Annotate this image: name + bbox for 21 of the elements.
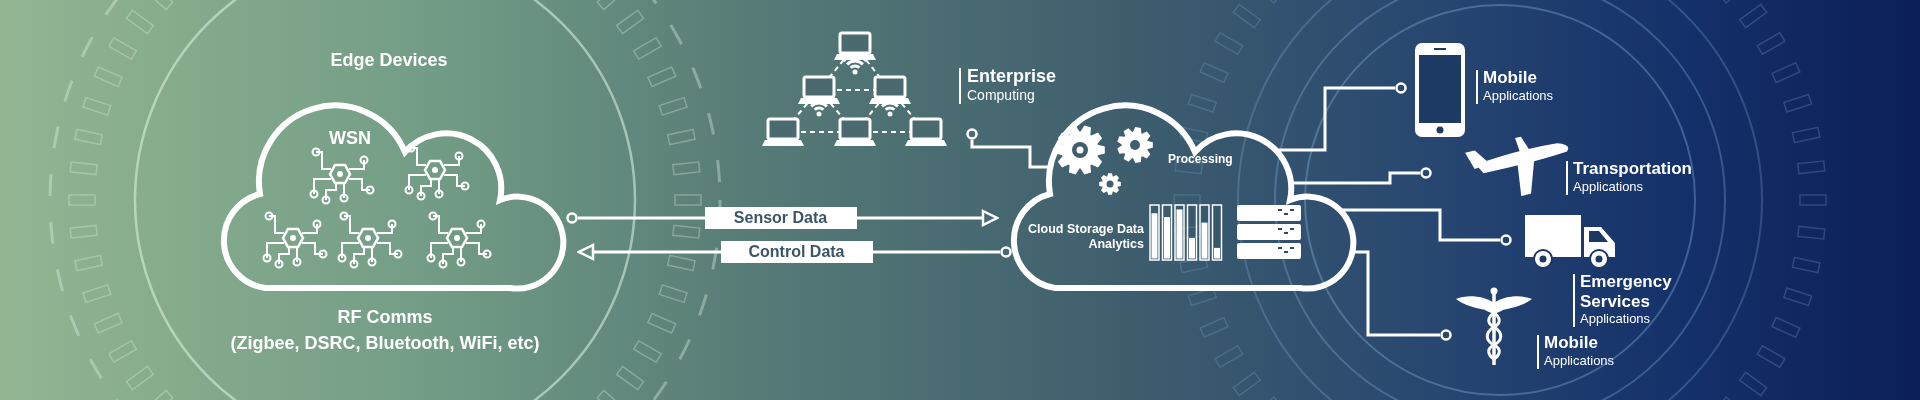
node-subtitle: Applications — [1483, 87, 1555, 104]
node-title: WSN — [328, 128, 372, 150]
node-title: Emergency Services — [1580, 272, 1673, 312]
edge-label: Control Data — [720, 241, 873, 263]
node-label: Cloud Storage Data Analytics — [1027, 222, 1144, 252]
node-title: Mobile — [1483, 68, 1538, 88]
edge-label: Sensor Data — [704, 207, 857, 229]
node-subtitle: Applications — [1580, 311, 1652, 328]
node-subtitle: Applications — [1544, 352, 1616, 369]
node-title: Transportation — [1573, 159, 1693, 179]
node-title: Mobile — [1544, 333, 1599, 353]
node-title: Processing — [1168, 152, 1234, 167]
node-subtitle: Computing — [967, 86, 1036, 105]
connector-line — [966, 128, 1050, 169]
node-title: Enterprise — [967, 66, 1058, 87]
heading-text: Edge Devices — [329, 50, 449, 72]
node-subtitle: Applications — [1573, 178, 1645, 195]
connector-line — [1352, 250, 1452, 341]
caption-text: (Zigbee, DSRC, Bluetooth, WiFi, etc) — [229, 333, 541, 355]
caption-text: RF Comms — [336, 307, 434, 329]
connector-line — [1291, 167, 1432, 185]
